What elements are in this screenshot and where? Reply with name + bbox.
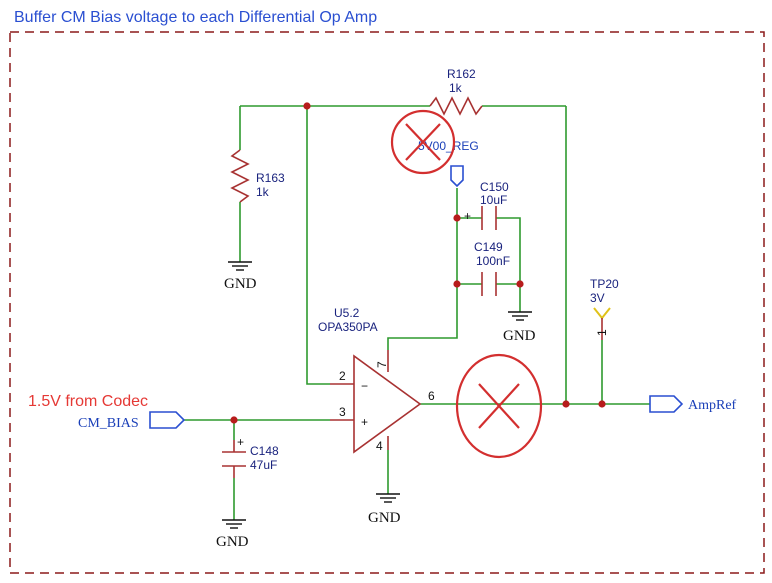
- r163-ref: R163: [256, 171, 285, 185]
- port-cm-bias-icon: [149, 411, 186, 429]
- tp20-pin-number: 1: [595, 329, 609, 336]
- ground-label: GND: [503, 328, 536, 344]
- c149-value: 100nF: [476, 254, 510, 268]
- ground-r163: GND: [224, 261, 257, 292]
- pin-number-7: 7: [375, 361, 389, 368]
- junction-dot: [516, 280, 524, 288]
- pin-number-3: 3: [339, 405, 346, 419]
- c148-ref: C148: [250, 444, 279, 458]
- tp20-value: 3V: [590, 291, 605, 305]
- port-ampref-label: AmpRef: [688, 398, 737, 413]
- sheet-title: Buffer CM Bias voltage to each Different…: [14, 9, 377, 26]
- junction-dot: [303, 102, 311, 110]
- ground-opamp: GND: [368, 493, 401, 526]
- r163-value: 1k: [256, 185, 270, 199]
- junction-dot: [230, 416, 238, 424]
- ground-label: GND: [224, 276, 257, 292]
- port-ampref-icon: [649, 395, 684, 413]
- ground-label: GND: [216, 534, 249, 550]
- junction-dot: [453, 214, 461, 222]
- port-cm-bias-label: CM_BIAS: [78, 416, 139, 431]
- resistor-r163[interactable]: R163 1k: [230, 149, 285, 203]
- ground-caps: GND: [503, 311, 536, 344]
- opamp-plus-sign: +: [361, 415, 368, 429]
- capacitor-c150[interactable]: + C150 10uF: [464, 180, 509, 230]
- net-label-5v00-reg: 5V00_REG: [418, 139, 479, 153]
- wire-c150-right: [496, 217, 521, 284]
- junctions: [230, 102, 606, 424]
- annotation-codec: 1.5V from Codec: [28, 393, 148, 410]
- wire-inverting-input: [306, 106, 330, 385]
- resistor-r162-body: [429, 96, 483, 116]
- tp20-probe-icon: [593, 307, 611, 320]
- junction-dot: [453, 280, 461, 288]
- resistor-r162[interactable]: R162 1k: [429, 67, 483, 116]
- pin-number-4: 4: [376, 439, 383, 453]
- c150-polarity: +: [464, 209, 471, 223]
- opamp-minus-sign: −: [361, 379, 368, 393]
- markup-x-icon: [405, 123, 441, 161]
- u52-value: OPA350PA: [318, 320, 378, 334]
- pin-number-2: 2: [339, 369, 346, 383]
- r162-value: 1k: [449, 81, 463, 95]
- markup-x-output: [455, 353, 543, 459]
- capacitor-c149[interactable]: C149 100nF: [474, 240, 510, 296]
- ground-c148: GND: [216, 519, 249, 550]
- junction-dot: [598, 400, 606, 408]
- opamp-u52[interactable]: − + 2 3 6 7 4 U5.2 OPA350PA: [318, 306, 435, 454]
- net-flag-icon: [450, 165, 464, 188]
- c150-value: 10uF: [480, 193, 507, 207]
- capacitor-c148[interactable]: + C148 47uF: [222, 435, 279, 478]
- sheet-border: [9, 31, 765, 574]
- junction-dot: [562, 400, 570, 408]
- ground-label: GND: [368, 510, 401, 526]
- wire-vplus: [387, 188, 458, 350]
- testpoint-tp20[interactable]: 1 TP20 3V: [590, 277, 619, 340]
- port-ampref[interactable]: AmpRef: [649, 395, 737, 413]
- net-flag-5v00-reg[interactable]: 5V00_REG: [418, 139, 479, 188]
- c149-ref: C149: [474, 240, 503, 254]
- c148-value: 47uF: [250, 458, 277, 472]
- port-cm-bias[interactable]: CM_BIAS: [78, 411, 186, 431]
- markup-circle-icon: [390, 109, 456, 175]
- tp20-ref: TP20: [590, 277, 619, 291]
- u52-ref: U5.2: [334, 306, 360, 320]
- markup-circle-icon: [455, 353, 543, 459]
- c148-polarity: +: [237, 435, 244, 449]
- resistor-r163-body: [230, 149, 250, 203]
- markup-x-top: [390, 109, 456, 175]
- markup-x-icon: [478, 383, 520, 429]
- wires: [156, 105, 650, 520]
- r162-ref: R162: [447, 67, 476, 81]
- c150-ref: C150: [480, 180, 509, 194]
- pin-number-6: 6: [428, 389, 435, 403]
- opamp-body: [353, 354, 422, 454]
